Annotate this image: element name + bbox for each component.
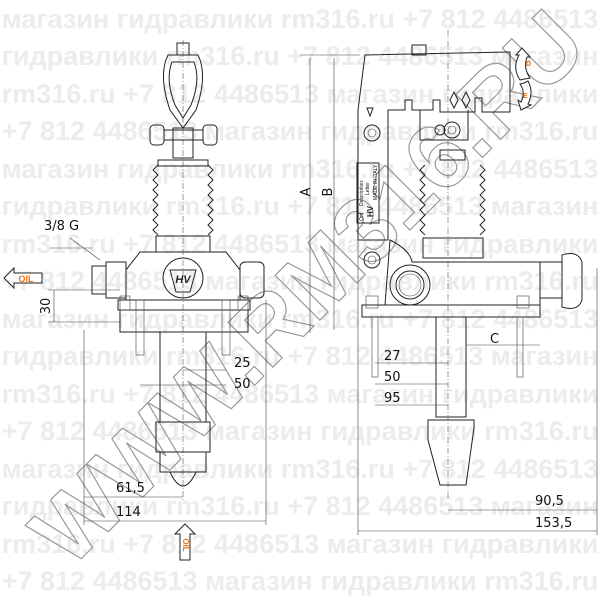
arrow-D-label: D — [526, 61, 531, 68]
dim-114: 114 — [116, 505, 141, 520]
plate-brand: HV — [366, 205, 375, 217]
arrow-E-label: E — [523, 93, 528, 100]
watermark-line: +7 812 4486513 магазин гидравлики rm316.… — [2, 416, 599, 446]
dim-61-5: 61,5 — [116, 481, 145, 496]
watermark-line: rm316.ru +7 812 4486513 магазин гидравли… — [2, 379, 599, 409]
plate-letter: Letter — [365, 182, 371, 195]
plate-made-in: MADE IN ITALY — [373, 164, 379, 200]
watermark-line: rm316.ru +7 812 4486513 магазин гидравли… — [2, 79, 599, 109]
oil-label: OIL — [181, 538, 190, 551]
dim-95: 95 — [384, 391, 401, 406]
name-plate: HV Description: Letter MADE IN ITALY Ord… — [356, 162, 380, 224]
rotation-arrow-E: E — [517, 80, 533, 111]
watermark-line: магазин гидравлики rm316.ru +7 812 44865… — [2, 454, 599, 484]
dim-90-5: 90,5 — [535, 494, 564, 509]
dim-30: 30 — [39, 298, 54, 315]
side-view: A B HV Description: Letter MADE IN ITALY… — [299, 30, 598, 535]
plate-description: Description: — [359, 180, 365, 206]
watermark-line: rm316.ru +7 812 4486513 магазин гидравли… — [2, 529, 599, 559]
oil-outlet-arrow-bottom: OIL — [173, 523, 197, 561]
rotation-arrow-D: D — [514, 47, 532, 81]
oil-label: OIL — [19, 274, 35, 284]
front-view: HV 3/8 G OIL 30 25 50 — [3, 40, 267, 561]
watermark-line: магазин гидравлики rm316.ru +7 812 44865… — [2, 304, 599, 334]
watermark-line: гидравлики rm316.ru +7 812 4486513 магаз… — [2, 41, 599, 71]
dim-B: B — [321, 188, 336, 197]
dim-50: 50 — [234, 377, 251, 392]
thread-size-label: 3/8 G — [44, 219, 79, 234]
watermark-line: гидравлики rm316.ru +7 812 4486513 магаз… — [2, 341, 599, 371]
dim-A: A — [299, 187, 314, 196]
watermark-line: +7 812 4486513 магазин гидравлики rm316.… — [2, 566, 599, 596]
watermark-line: +7 812 4486513 магазин гидравлики rm316.… — [2, 266, 599, 296]
watermark-line: гидравлики rm316.ru +7 812 4486513 магаз… — [2, 191, 599, 221]
dim-25: 25 — [234, 356, 251, 371]
dim-27: 27 — [384, 349, 401, 364]
oil-outlet-arrow-left: OIL — [3, 266, 43, 290]
watermark-line: rm316.ru +7 812 4486513 магазин гидравли… — [2, 229, 599, 259]
watermark-line: +7 812 4486513 магазин гидравлики rm316.… — [2, 116, 599, 146]
brand-logo: HV — [175, 274, 192, 286]
dim-C: C — [490, 332, 499, 347]
watermark-line: магазин гидравлики rm316.ru +7 812 44865… — [2, 4, 599, 34]
plate-ord: Ord. — [359, 211, 365, 221]
dim-153-5: 153,5 — [535, 516, 572, 531]
dim-50-side: 50 — [384, 370, 401, 385]
watermark-line: магазин гидравлики rm316.ru +7 812 44865… — [2, 154, 599, 184]
watermark-line: гидравлики rm316.ru +7 812 4486513 магаз… — [2, 491, 599, 521]
